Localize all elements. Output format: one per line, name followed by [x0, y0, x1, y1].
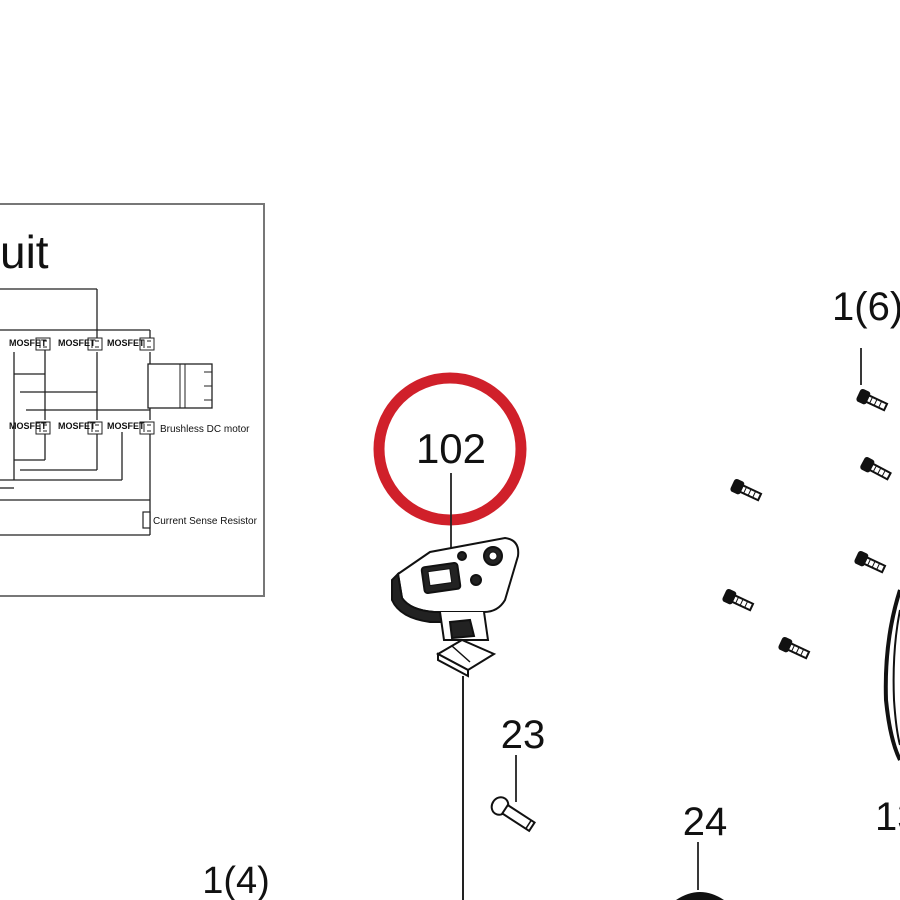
mosfet-label: MOSFET	[107, 421, 145, 431]
callout-23-group[interactable]: 23	[488, 713, 545, 834]
schematic-wiring	[0, 288, 151, 536]
screw-icon	[858, 454, 894, 484]
callout-1-6-group[interactable]: 1(6)	[832, 285, 900, 385]
switch-panel-part[interactable]	[391, 536, 520, 678]
callout-102-group[interactable]: 102	[373, 372, 527, 548]
screw-icon	[776, 634, 812, 663]
mosfet-label: MOSFET	[107, 338, 145, 348]
resistor-label: Current Sense Resistor	[153, 516, 258, 527]
mosfet-label: MOSFET	[58, 421, 96, 431]
callout-102-label: 102	[416, 425, 486, 472]
callout-1-4-label[interactable]: 1(4)	[202, 860, 270, 900]
pin-part-23	[490, 796, 536, 833]
callout-24-group[interactable]: 24	[676, 800, 727, 900]
mosfet-label: MOSFET	[58, 338, 96, 348]
callout-24-label: 24	[683, 800, 728, 844]
screw-icon	[720, 586, 756, 615]
mosfet-high-side-row: MOSFET MOSFET MOSFET	[9, 337, 155, 351]
current-sense-resistor	[142, 511, 151, 529]
callout-1-6-label: 1(6)	[832, 285, 900, 329]
highlight-ring	[373, 372, 527, 526]
schematic-title-fragment: uit	[0, 226, 49, 278]
housing-edge	[883, 589, 900, 761]
schematic-frame	[0, 203, 265, 597]
callout-23-label: 23	[501, 713, 546, 757]
circuit-schematic-inset: uit	[0, 203, 265, 597]
screw-set	[720, 386, 894, 663]
screw-icon	[728, 476, 764, 505]
mosfet-label: MOSFET	[9, 421, 47, 431]
brushless-motor-symbol	[147, 363, 213, 409]
screw-icon	[854, 386, 890, 415]
callout-edge-label[interactable]: 13	[875, 795, 900, 839]
part-24-edge	[676, 892, 724, 900]
screw-icon	[852, 548, 888, 577]
motor-label: Brushless DC motor	[160, 424, 250, 435]
mosfet-low-side-row: MOSFET MOSFET MOSFET	[9, 421, 155, 435]
mosfet-label: MOSFET	[9, 338, 47, 348]
